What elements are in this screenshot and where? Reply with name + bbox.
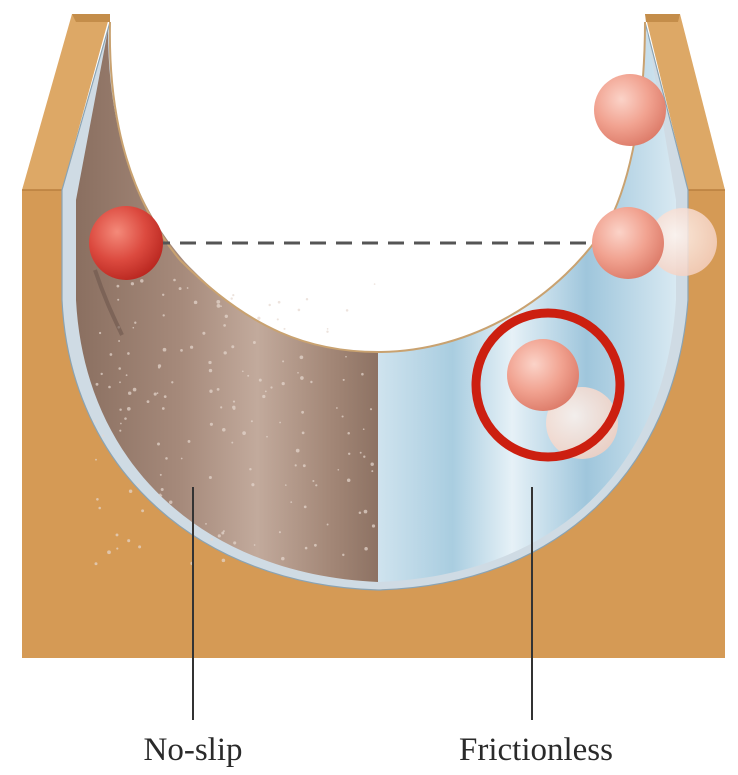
frictionless-label: Frictionless — [459, 732, 613, 768]
sliding-ball-low — [507, 339, 579, 411]
rolling-ball — [89, 206, 163, 280]
sliding-ball-mid — [592, 207, 664, 279]
no-slip-label: No-slip — [144, 732, 243, 768]
sliding-ball-high — [594, 74, 666, 146]
